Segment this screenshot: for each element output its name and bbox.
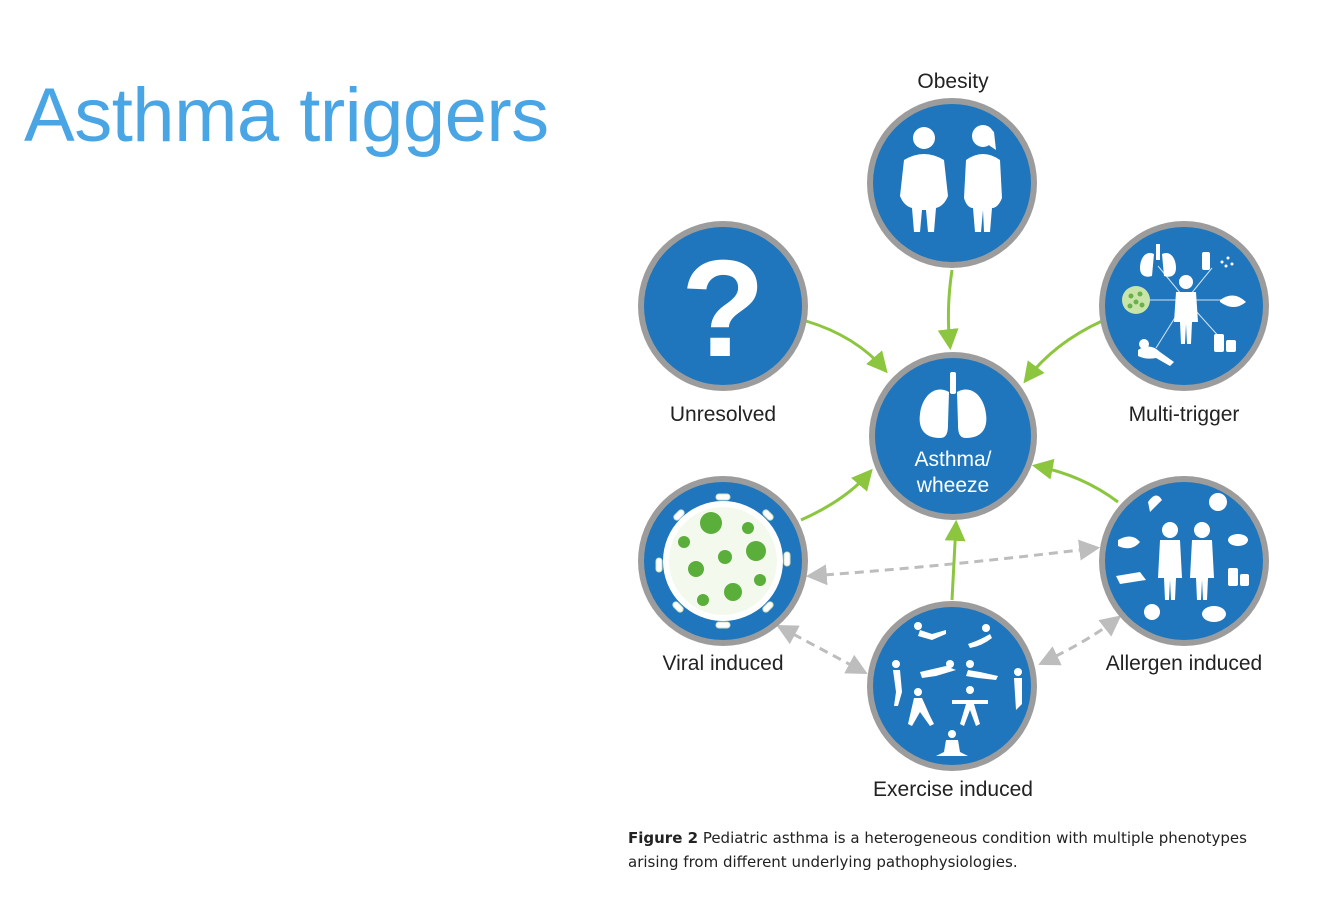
arrow-allergen-center bbox=[1031, 458, 1119, 504]
slide-title: Asthma triggers bbox=[24, 73, 549, 158]
arrow-exercise-allergen bbox=[1038, 615, 1122, 666]
label-exercise: Exercise induced bbox=[873, 778, 1033, 801]
node-viral bbox=[638, 476, 808, 646]
figure-caption: Figure 2 Pediatric asthma is a heterogen… bbox=[628, 826, 1288, 874]
green-arrows bbox=[800, 269, 1119, 601]
lungs-icon bbox=[919, 372, 987, 438]
gray-dashed-arrows bbox=[776, 539, 1122, 674]
center-label-line2: wheeze bbox=[916, 474, 989, 497]
arrow-multitrigger-center bbox=[1023, 319, 1103, 384]
node-unresolved: ? bbox=[638, 221, 808, 391]
multi-trigger-cluster-icon bbox=[1122, 244, 1246, 366]
virus-icon bbox=[655, 493, 791, 629]
arrow-exercise-center bbox=[944, 519, 966, 601]
center-node: Asthma/ wheeze bbox=[869, 352, 1037, 520]
arrow-obesity-center bbox=[937, 269, 959, 351]
label-viral: Viral induced bbox=[662, 652, 783, 675]
node-obesity bbox=[867, 98, 1037, 268]
caption-label: Figure 2 bbox=[628, 829, 699, 847]
allergen-cluster-icon bbox=[1116, 493, 1249, 622]
caption-text: Pediatric asthma is a heterogeneous cond… bbox=[628, 829, 1247, 871]
overweight-children-icon bbox=[900, 125, 1002, 232]
node-exercise bbox=[867, 601, 1037, 771]
arrow-viral-allergen bbox=[805, 539, 1101, 586]
node-allergen bbox=[1099, 476, 1269, 646]
center-label-line1: Asthma/ bbox=[914, 448, 991, 471]
label-allergen: Allergen induced bbox=[1106, 652, 1262, 675]
arrow-viral-exercise bbox=[776, 625, 868, 674]
exercise-figures-icon bbox=[892, 622, 1022, 756]
label-unresolved: Unresolved bbox=[670, 403, 776, 426]
label-multi-trigger: Multi-trigger bbox=[1129, 403, 1240, 426]
node-multi-trigger bbox=[1099, 221, 1269, 391]
question-mark-icon: ? bbox=[681, 232, 765, 386]
arrow-viral-center bbox=[800, 468, 873, 522]
arrow-unresolved-center bbox=[805, 319, 888, 374]
label-obesity: Obesity bbox=[917, 70, 989, 93]
